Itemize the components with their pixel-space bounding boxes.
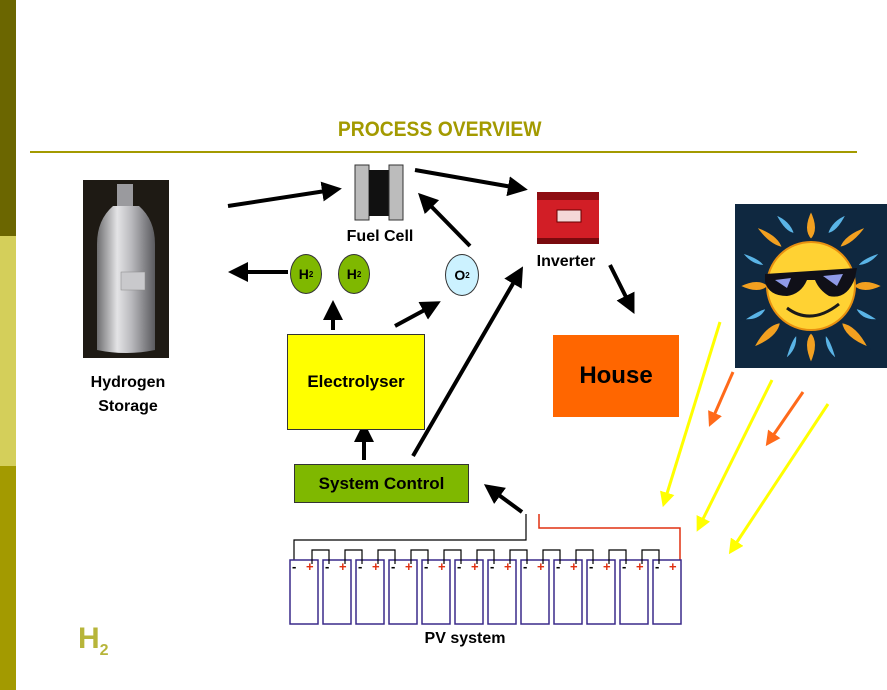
svg-text:-: - — [292, 559, 296, 574]
arrow-electrolyser-to-o2 — [394, 301, 441, 328]
svg-text:+: + — [537, 559, 545, 574]
sun-ray-yellow-3 — [728, 403, 830, 555]
sidebar-segment-mid — [0, 466, 16, 690]
inverter-icon — [537, 192, 599, 244]
sidebar-segment-dark — [0, 0, 16, 236]
svg-text:+: + — [570, 559, 578, 574]
h2-gas-symbol-2: H — [346, 266, 357, 282]
svg-text:-: - — [490, 559, 494, 574]
pv-positive-wire — [538, 514, 681, 562]
hydrogen-storage-label-line2: Storage — [98, 398, 158, 415]
fuel-cell-icon — [354, 164, 404, 221]
pv-series-links — [311, 549, 660, 564]
page-title: PROCESS OVERVIEW — [337, 118, 542, 141]
sun-ray-orange-1 — [708, 371, 735, 427]
svg-text:+: + — [669, 559, 677, 574]
sidebar-segment-light — [0, 236, 16, 466]
h2-gas-subscript-1: 2 — [308, 269, 314, 279]
svg-text:+: + — [504, 559, 512, 574]
inverter-label: Inverter — [536, 253, 596, 270]
arrow-fuelcell-to-inverter — [414, 168, 528, 197]
pv-cells — [289, 559, 682, 625]
sun-ray-yellow-2 — [696, 379, 774, 532]
svg-text:+: + — [405, 559, 413, 574]
h2-gas-subscript-2: 2 — [356, 269, 362, 279]
arrow-pv-to-control — [483, 484, 524, 514]
arrow-control-to-inverter — [411, 266, 524, 458]
o2-gas-symbol: O — [454, 267, 466, 283]
svg-text:-: - — [622, 559, 626, 574]
svg-text:-: - — [556, 559, 560, 574]
h2-logo-symbol: H — [78, 622, 100, 655]
hydrogen-storage-label-line1: Hydrogen — [90, 374, 166, 391]
svg-text:+: + — [306, 559, 314, 574]
svg-text:+: + — [339, 559, 347, 574]
sun-with-sunglasses-icon — [735, 204, 887, 368]
pv-negative-wire — [293, 514, 527, 562]
svg-text:+: + — [438, 559, 446, 574]
pv-polarity-marks: - - - - - - - - - - - - + + + + + + + + + + + + — [292, 559, 677, 574]
svg-text:-: - — [523, 559, 527, 574]
svg-text:-: - — [358, 559, 362, 574]
h2-logo-subscript: 2 — [99, 642, 109, 659]
svg-text:-: - — [391, 559, 395, 574]
svg-text:+: + — [603, 559, 611, 574]
svg-text:-: - — [325, 559, 329, 574]
svg-text:+: + — [471, 559, 479, 574]
svg-text:+: + — [636, 559, 644, 574]
system-control-box: System Control — [294, 464, 469, 503]
sidebar-accent-bar — [0, 0, 16, 690]
arrow-inverter-to-house — [608, 264, 635, 314]
sun-ray-orange-2 — [765, 391, 805, 447]
svg-text:-: - — [589, 559, 593, 574]
svg-text:-: - — [655, 559, 659, 574]
arrow-storage-to-fuelcell — [227, 181, 342, 208]
sun-ray-yellow-1 — [660, 321, 722, 508]
svg-text:-: - — [457, 559, 461, 574]
svg-text:+: + — [372, 559, 380, 574]
title-divider — [30, 151, 857, 153]
h2-logo: H2 — [78, 622, 109, 660]
pv-system-label: PV system — [424, 630, 506, 647]
hydrogen-cylinder-icon — [83, 180, 169, 358]
pv-panel-array: - - - - - - - - - - - - + + + + + + + + + + + + — [289, 549, 682, 625]
o2-gas-subscript: 2 — [465, 270, 470, 280]
hydrogen-storage-label: Hydrogen Storage — [70, 371, 186, 419]
house-box: House — [553, 335, 679, 417]
h2-gas-symbol-1: H — [298, 266, 309, 282]
fuel-cell-label: Fuel Cell — [346, 228, 414, 245]
svg-text:-: - — [424, 559, 428, 574]
electrolyser-box: Electrolyser — [287, 334, 425, 430]
arrow-o2-to-fuelcell — [418, 192, 472, 248]
